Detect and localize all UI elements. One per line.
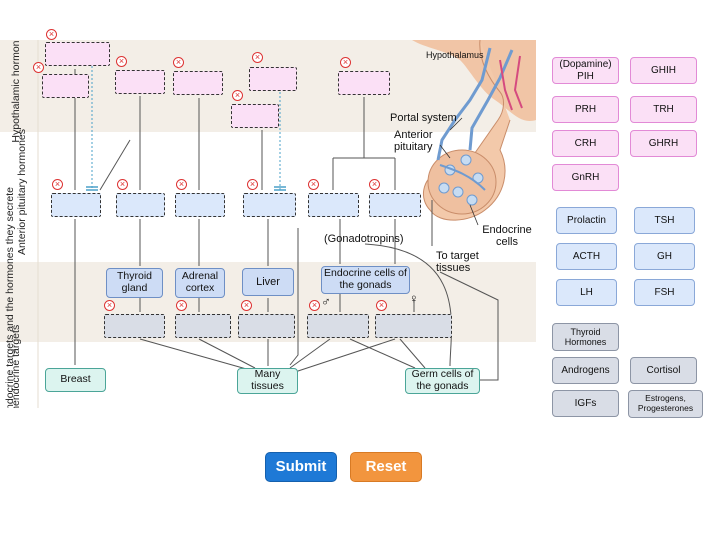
tile-prh[interactable]: PRH	[552, 96, 619, 123]
row-label-anterior: Anterior pituitary hormones	[16, 129, 28, 255]
tile-gh[interactable]: GH	[634, 243, 695, 270]
tile-ghih[interactable]: GHIH	[630, 57, 697, 84]
submit-button[interactable]: Submit	[265, 452, 337, 482]
remove-icon[interactable]: ×	[52, 179, 63, 190]
remove-icon[interactable]: ×	[46, 29, 57, 40]
drop-hypothalamic-4b[interactable]	[231, 104, 279, 128]
remove-icon[interactable]: ×	[33, 62, 44, 73]
row-label-nonendocrine: Nonendocrine targets	[10, 325, 22, 408]
remove-icon[interactable]: ×	[104, 300, 115, 311]
remove-icon[interactable]: ×	[173, 57, 184, 68]
remove-icon[interactable]: ×	[241, 300, 252, 311]
remove-icon[interactable]: ×	[116, 56, 127, 67]
drop-target-5[interactable]	[375, 314, 452, 338]
gonadotropins-label: (Gonadotropins)	[324, 233, 404, 245]
row-label-endocrine: Endocrine targets and the hormones they …	[4, 187, 16, 408]
many-tissues-node: Many tissues	[237, 368, 298, 394]
thyroid-gland-node: Thyroid gland	[106, 268, 163, 298]
drop-target-1[interactable]	[104, 314, 165, 338]
remove-icon[interactable]: ×	[232, 90, 243, 101]
tile-igfs[interactable]: IGFs	[552, 390, 619, 417]
drop-hypothalamic-1b[interactable]	[42, 74, 89, 98]
remove-icon[interactable]: ×	[176, 300, 187, 311]
reset-button[interactable]: Reset	[350, 452, 422, 482]
tile-prolactin[interactable]: Prolactin	[556, 207, 617, 234]
drop-pituitary-4[interactable]	[243, 193, 296, 217]
remove-icon[interactable]: ×	[309, 300, 320, 311]
drop-hypothalamic-3[interactable]	[173, 71, 223, 95]
gonads-node: Endocrine cells of the gonads	[321, 266, 410, 294]
tile-cortisol[interactable]: Cortisol	[630, 357, 697, 384]
drop-pituitary-5[interactable]	[308, 193, 359, 217]
portal-system-label: Portal system	[390, 112, 457, 124]
anterior-pituitary-label: Anterior pituitary	[394, 129, 433, 154]
male-symbol: ♂	[321, 294, 331, 309]
germ-cells-node: Germ cells of the gonads	[405, 368, 480, 394]
drop-target-4[interactable]	[307, 314, 369, 338]
pituitary-illustration	[412, 40, 536, 226]
tile-acth[interactable]: ACTH	[556, 243, 617, 270]
drop-hypothalamic-4a[interactable]	[249, 67, 297, 91]
adrenal-cortex-node: Adrenal cortex	[175, 268, 225, 298]
tile-gnrh[interactable]: GnRH	[552, 164, 619, 191]
drop-pituitary-6[interactable]	[369, 193, 421, 217]
drop-hypothalamic-2[interactable]	[115, 70, 165, 94]
remove-icon[interactable]: ×	[369, 179, 380, 190]
tile-tsh[interactable]: TSH	[634, 207, 695, 234]
tile-lh[interactable]: LH	[556, 279, 617, 306]
tile-thyroid-hormones[interactable]: Thyroid Hormones	[552, 323, 619, 351]
tile-trh[interactable]: TRH	[630, 96, 697, 123]
remove-icon[interactable]: ×	[340, 57, 351, 68]
drop-pituitary-3[interactable]	[175, 193, 225, 217]
breast-node: Breast	[45, 368, 106, 392]
row-label-hypothalamic: Hypothalamic hormones	[10, 40, 22, 143]
drop-target-3[interactable]	[238, 314, 295, 338]
to-target-tissues-label: To target tissues	[436, 250, 479, 275]
remove-icon[interactable]: ×	[376, 300, 387, 311]
tile-pih[interactable]: (Dopamine) PIH	[552, 57, 619, 84]
tile-ghrh[interactable]: GHRH	[630, 130, 697, 157]
tile-androgens[interactable]: Androgens	[552, 357, 619, 384]
liver-node: Liver	[242, 268, 294, 296]
hypothalamus-label: Hypothalamus	[426, 50, 484, 60]
remove-icon[interactable]: ×	[176, 179, 187, 190]
remove-icon[interactable]: ×	[308, 179, 319, 190]
drop-pituitary-1[interactable]	[51, 193, 101, 217]
drop-hypothalamic-5[interactable]	[338, 71, 390, 95]
remove-icon[interactable]: ×	[252, 52, 263, 63]
remove-icon[interactable]: ×	[117, 179, 128, 190]
female-symbol: ♀	[409, 291, 419, 306]
drop-pituitary-2[interactable]	[116, 193, 165, 217]
endocrine-cells-label: Endocrine cells	[482, 224, 532, 249]
tile-crh[interactable]: CRH	[552, 130, 619, 157]
remove-icon[interactable]: ×	[247, 179, 258, 190]
tile-fsh[interactable]: FSH	[634, 279, 695, 306]
row-labels: Hypothalamic hormones Anterior pituitary…	[4, 40, 28, 408]
drop-hypothalamic-1a[interactable]	[45, 42, 110, 66]
drop-target-2[interactable]	[175, 314, 231, 338]
tile-estrogens-progesterones[interactable]: Estrogens, Progesterones	[628, 390, 703, 418]
